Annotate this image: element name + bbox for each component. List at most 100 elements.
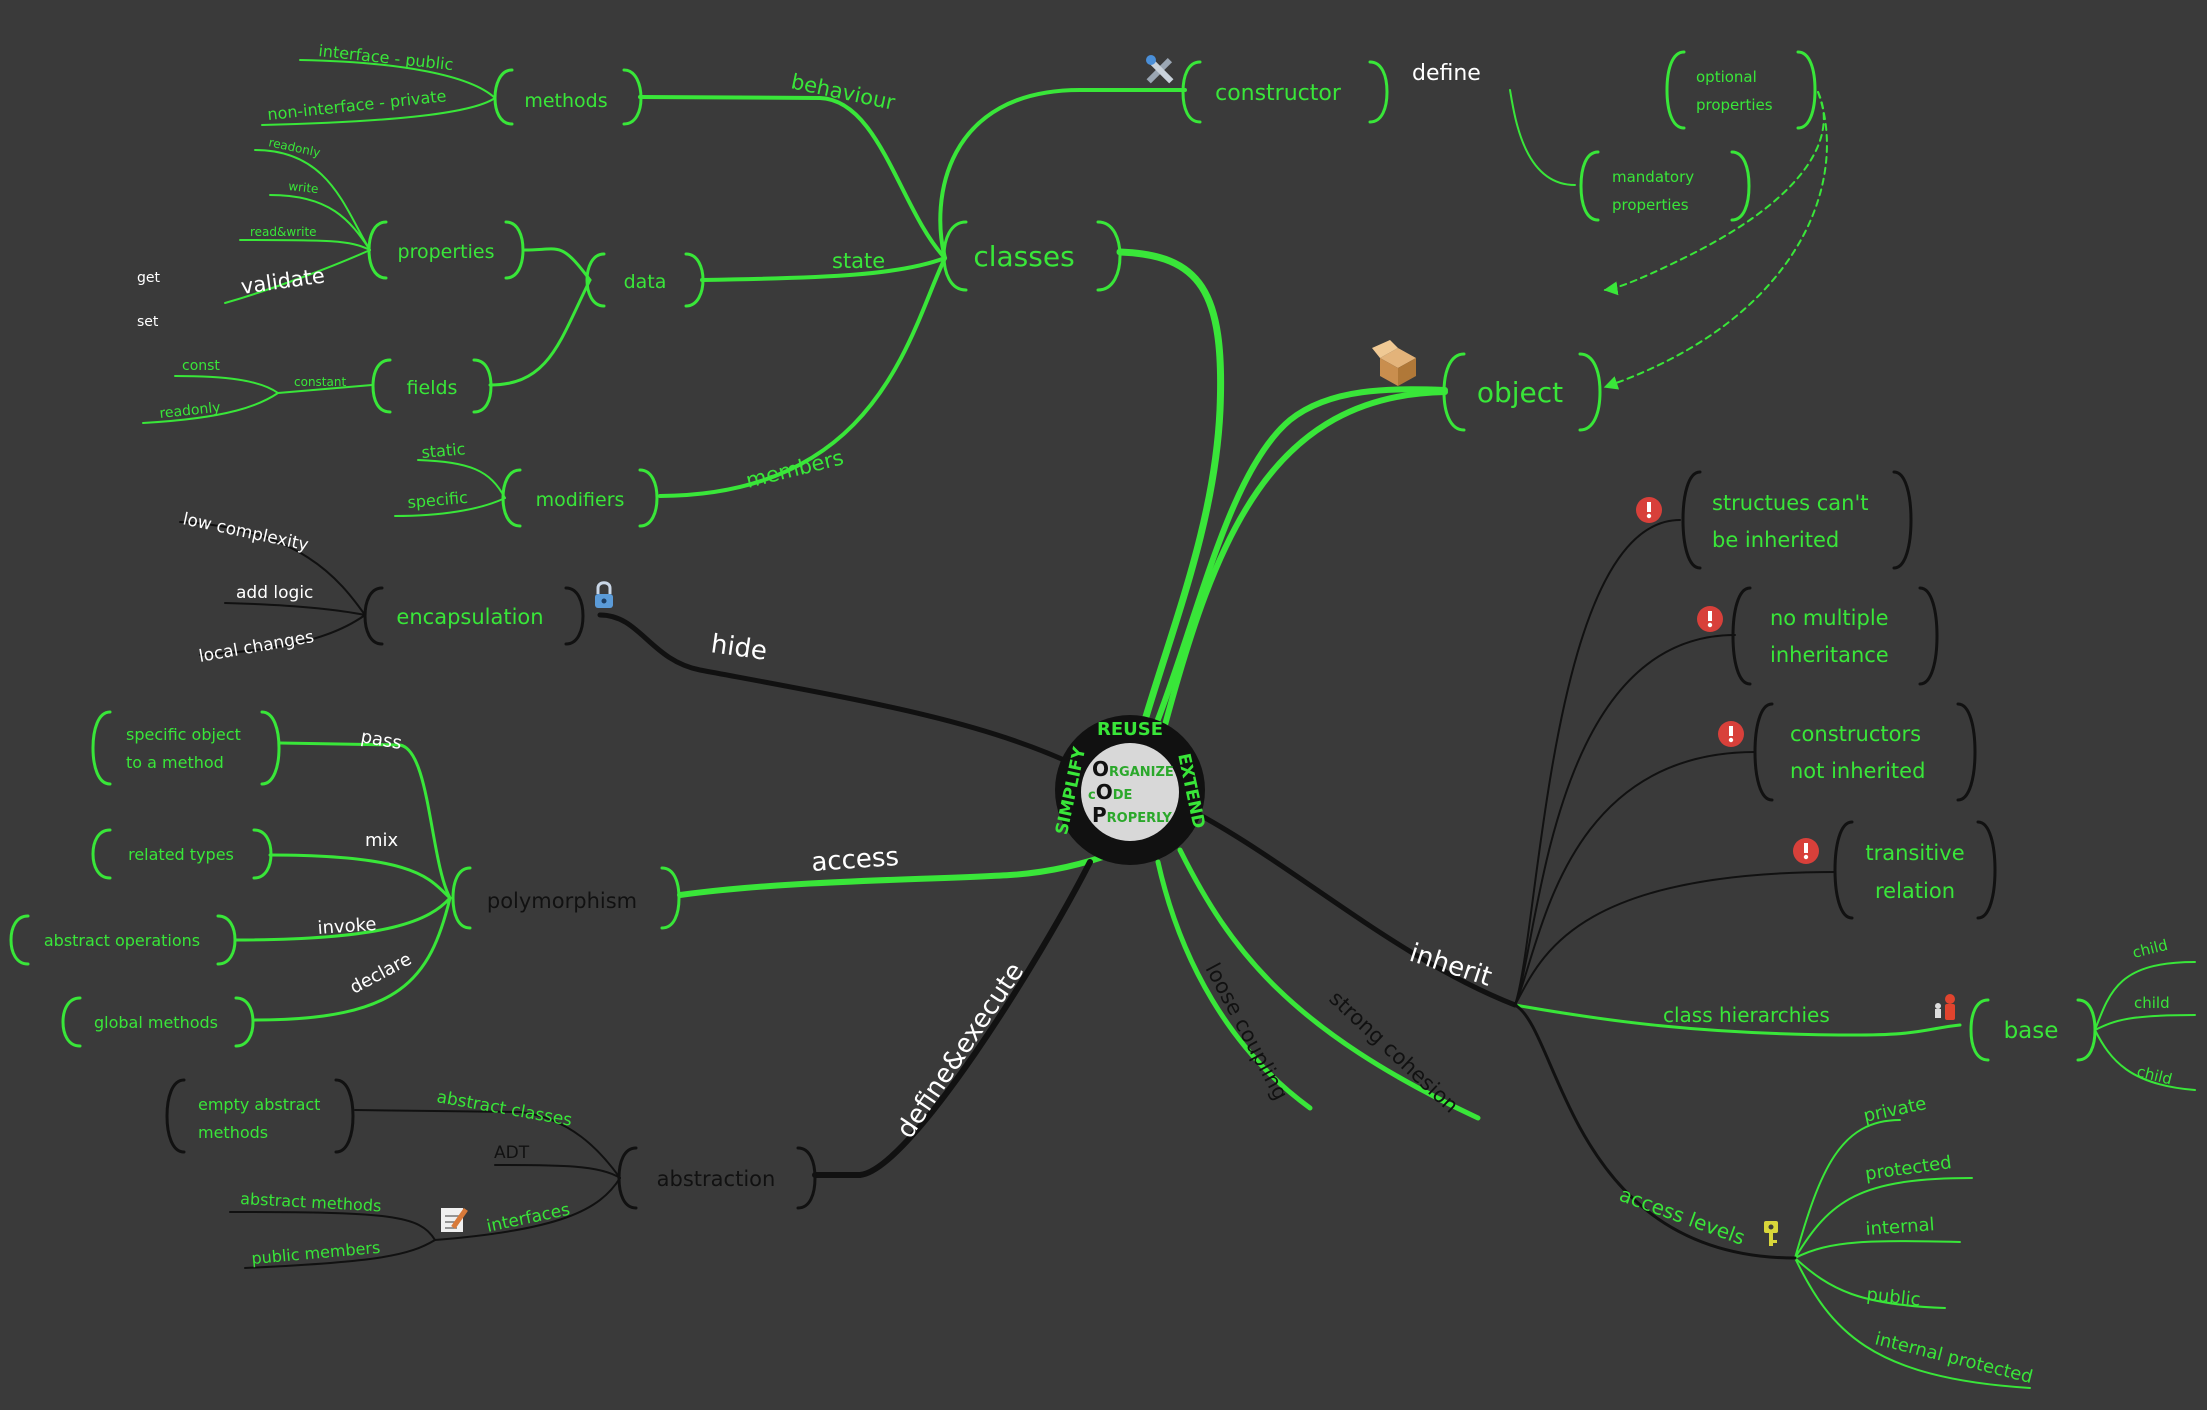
center-line-1-cap: O (1092, 757, 1109, 781)
leaf-pass: pass (359, 726, 403, 754)
tools-icon (1146, 55, 1174, 84)
leaf-child-2: child (2134, 994, 2170, 1012)
warning-icon (1718, 721, 1744, 747)
leaf-declare: declare (346, 949, 415, 999)
node-polymorphism: polymorphism (487, 889, 637, 913)
center-line-3: PROPERLY (1092, 803, 1172, 827)
center-line-2-rest: DE (1113, 788, 1133, 803)
leaf-abstract-classes: abstract classes (435, 1087, 574, 1131)
branch-define-execute: define&execute (891, 957, 1030, 1143)
padlock-icon (595, 581, 613, 608)
node-fields: fields (407, 377, 458, 399)
node-classes: classes (973, 240, 1074, 273)
branch-state: state (832, 249, 885, 273)
node-ctor-line-1: constructors (1790, 722, 1921, 746)
leaf-set: set (137, 314, 159, 330)
branch-access-levels: access levels (1616, 1182, 1748, 1250)
node-empty-line-2: methods (198, 1123, 268, 1142)
node-object: object (1477, 376, 1563, 409)
node-abstract-operations: abstract operations (44, 931, 200, 950)
node-trans-line-1: transitive (1865, 841, 1964, 865)
node-structs-line-1: structues can't (1712, 491, 1868, 515)
branch-members: members (743, 445, 846, 492)
center-line-2-pre: c (1088, 788, 1096, 803)
leaf-child-1: child (2131, 936, 2170, 962)
node-multiple-line-1: no multiple (1770, 606, 1889, 630)
ring-top-text: REUSE (1097, 719, 1163, 740)
center-line-2: cODE (1088, 780, 1132, 804)
node-base: base (2004, 1018, 2059, 1044)
leaf-get: get (137, 270, 161, 286)
notepad-icon (441, 1208, 468, 1232)
bracket-nodes (9, 50, 2097, 1210)
leaf-mix: mix (365, 830, 399, 851)
person-icon (1935, 994, 1955, 1020)
black-connectors (179, 519, 1836, 1269)
warning-icon (1636, 497, 1662, 523)
node-abstraction: abstraction (657, 1167, 776, 1191)
leaf-invoke: invoke (317, 914, 377, 939)
node-ctor-line-2: not inherited (1790, 759, 1925, 783)
leaf-local-changes: local changes (197, 627, 315, 667)
leaf-low-complexity: low complexity (181, 509, 310, 555)
leaf-private: private (1862, 1093, 1929, 1127)
center-line-2-cap: O (1096, 780, 1113, 804)
green-connectors (142, 59, 2196, 1389)
leaf-write: write (288, 179, 319, 196)
node-encapsulation: encapsulation (396, 605, 543, 629)
labels: classes behaviour methods interface - pu… (44, 41, 2174, 1388)
leaf-strong-cohesion: strong cohesion (1325, 986, 1464, 1117)
branch-inherit: inherit (1406, 938, 1495, 993)
node-data: data (624, 271, 667, 293)
node-methods: methods (524, 90, 607, 112)
leaf-internal: internal (1865, 1214, 1935, 1240)
leaf-add-logic: add logic (236, 583, 313, 603)
branch-access: access (810, 842, 900, 878)
center-disc (1081, 743, 1179, 841)
warning-icon (1793, 838, 1819, 864)
box-icon (1372, 340, 1416, 386)
leaf-interfaces: interfaces (485, 1200, 572, 1237)
node-modifiers: modifiers (536, 489, 625, 511)
key-icon (1764, 1221, 1778, 1246)
leaf-readwrite: read&write (250, 225, 317, 239)
leaf-non-interface-private: non-interface - private (266, 86, 447, 124)
leaf-specific: specific (407, 488, 469, 512)
warning-icon (1697, 606, 1723, 632)
node-constructor: constructor (1215, 81, 1342, 106)
leaf-static: static (421, 439, 466, 462)
node-structs-line-2: be inherited (1712, 528, 1839, 552)
leaf-public: public (1865, 1284, 1921, 1311)
node-specific-object-line-2: to a method (126, 753, 224, 772)
leaf-child-3: child (2135, 1062, 2174, 1088)
center-line-1-rest: RGANIZE (1109, 765, 1174, 780)
node-specific-object-line-1: specific object (126, 725, 241, 744)
branch-hide: hide (709, 629, 769, 667)
node-mandatory-line-1: mandatory (1612, 168, 1694, 186)
branch-define: define (1412, 61, 1481, 86)
leaf-protected: protected (1864, 1152, 1953, 1185)
leaf-const: const (182, 358, 220, 374)
leaf-interface-public: interface - public (318, 41, 455, 74)
center-line-3-rest: ROPERLY (1107, 811, 1173, 826)
branch-class-hierarchies: class hierarchies (1663, 1003, 1830, 1027)
node-global-methods: global methods (94, 1013, 218, 1032)
node-related-types: related types (128, 845, 234, 864)
node-properties: properties (398, 241, 495, 263)
leaf-adt: ADT (494, 1143, 530, 1163)
branch-behaviour: behaviour (789, 69, 898, 114)
leaf-loose-coupling: loose coupling (1201, 959, 1293, 1104)
node-mandatory-line-2: properties (1612, 196, 1689, 214)
leaf-constant: constant (294, 375, 346, 389)
leaf-readonly: readonly (159, 400, 221, 422)
node-empty-line-1: empty abstract (198, 1095, 320, 1114)
node-multiple-line-2: inheritance (1770, 643, 1889, 667)
center-node: REUSE SIMPLIFY EXTEND ORGANIZE cODE PROP… (1052, 715, 1209, 865)
center-line-1: ORGANIZE (1092, 757, 1174, 781)
node-optional-line-2: properties (1696, 96, 1773, 114)
center-line-3-cap: P (1092, 803, 1107, 827)
node-trans-line-2: relation (1875, 879, 1955, 903)
node-optional-line-1: optional (1696, 68, 1757, 86)
leaf-validate: validate (239, 263, 326, 299)
